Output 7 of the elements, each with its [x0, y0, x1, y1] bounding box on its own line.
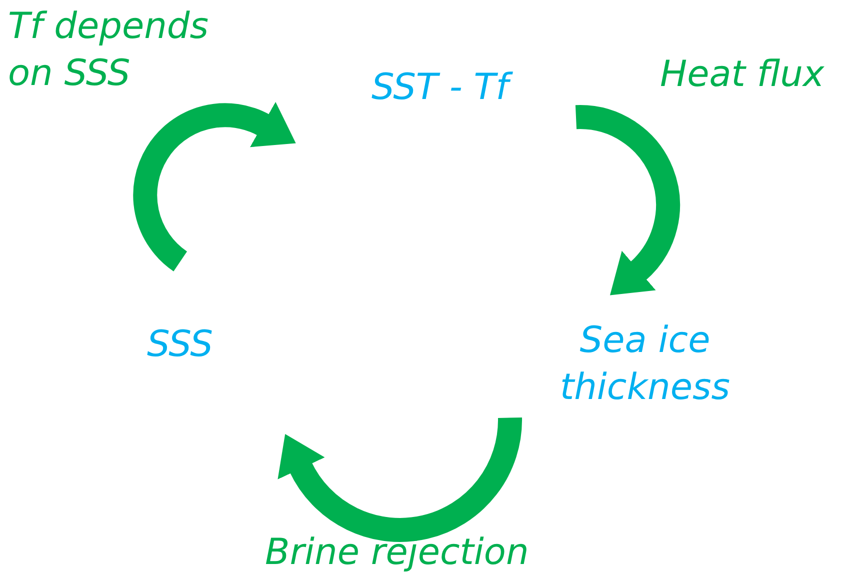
edge-label: Brine rejection: [265, 531, 530, 575]
edge-label: Heat flux: [660, 53, 826, 97]
node-label: SST - Tf: [350, 65, 530, 112]
node-label: SSS: [146, 323, 214, 367]
curved-arrow: [576, 105, 680, 297]
edge-label: Tf depends on SSS: [8, 5, 210, 96]
node-label: Sea ice thickness: [558, 319, 732, 410]
